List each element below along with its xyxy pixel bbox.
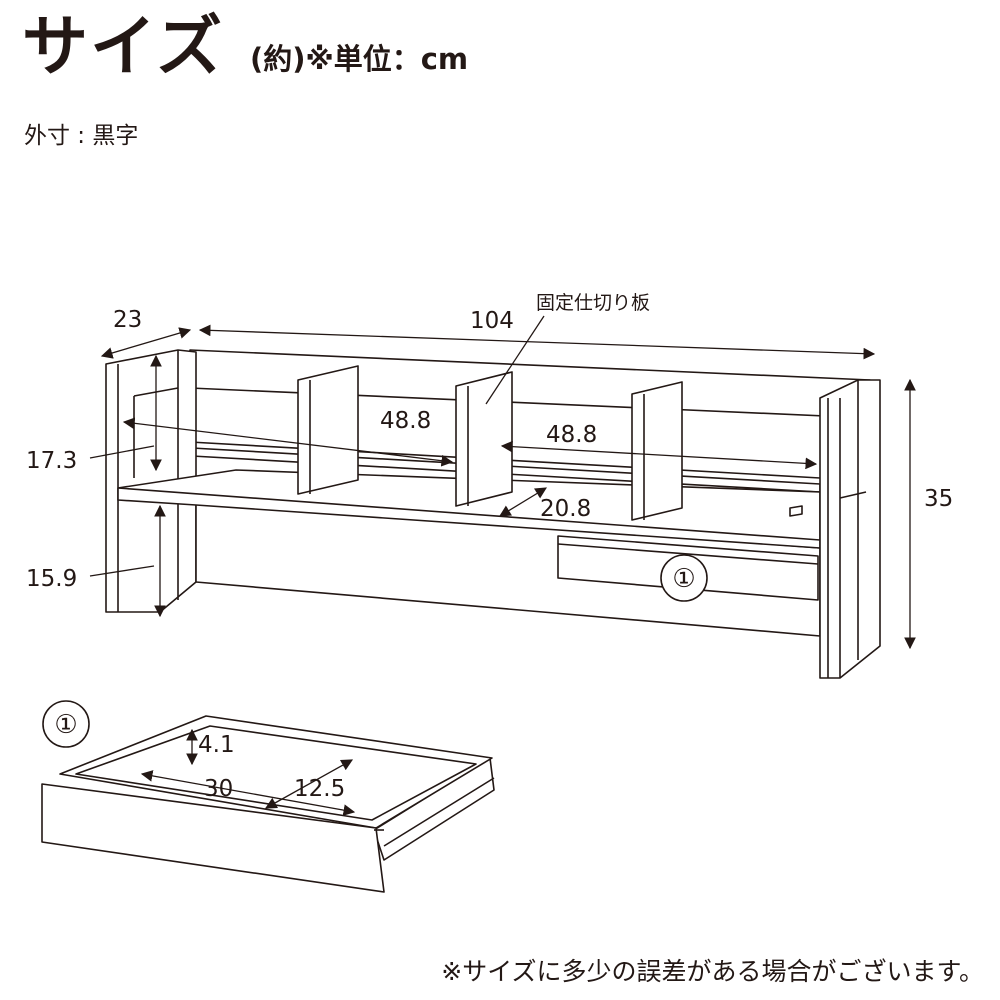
drawer-width-label: 30 [204,776,233,802]
height-label: 35 [924,486,953,512]
callout-label: 固定仕切り板 [536,292,650,314]
width-label: 104 [470,308,514,334]
shelf-depth-label: 20.8 [540,496,591,522]
lower-clearance-leader [89,565,155,577]
drawer-depth-label: 12.5 [294,776,345,802]
drawer-marker-badge: ① [660,554,708,602]
divider-center [455,371,513,507]
compartment-right-dim-line [500,440,818,470]
back-panel [189,349,871,419]
upper-clearance-label: 17.3 [26,448,77,474]
desk-shelf-drawing [105,349,881,679]
depth-dim-line [100,327,192,359]
drawer-marker-label: ① [672,564,695,594]
shelf-stopper [789,505,803,517]
divider-right [631,381,683,521]
depth-label: 23 [113,307,142,333]
callout-leader [485,315,545,405]
compartment-left-dim-line [122,417,454,467]
right-side-panel [819,379,881,679]
shelf-depth-dim-line [499,487,547,517]
size-disclaimer: ※サイズに多少の誤差がある場合がございます。 [441,957,984,986]
width-dim-line [198,324,876,360]
compartment-left-label: 48.8 [380,408,431,434]
unit-note: (約)※単位：cm [250,42,469,76]
lower-clearance-label: 15.9 [26,566,77,592]
drawer-detail-marker-label: ① [54,710,77,740]
drawer-height-label: 4.1 [198,732,235,758]
title-row: サイズ (約)※単位：cm [22,14,468,80]
upper-clearance-leader [89,445,155,459]
divider-left [297,365,359,495]
drawer-detail-marker: ① [42,700,90,748]
compartment-right-label: 48.8 [546,422,597,448]
drawer-dimension-lines [140,728,356,816]
drawer-depth-dim-line [264,759,354,809]
dimension-lines [89,315,916,650]
page-title: サイズ [22,8,225,85]
dimension-legend-note: 外寸 : 黒字 [24,123,139,149]
drawer-drawing [41,715,495,893]
